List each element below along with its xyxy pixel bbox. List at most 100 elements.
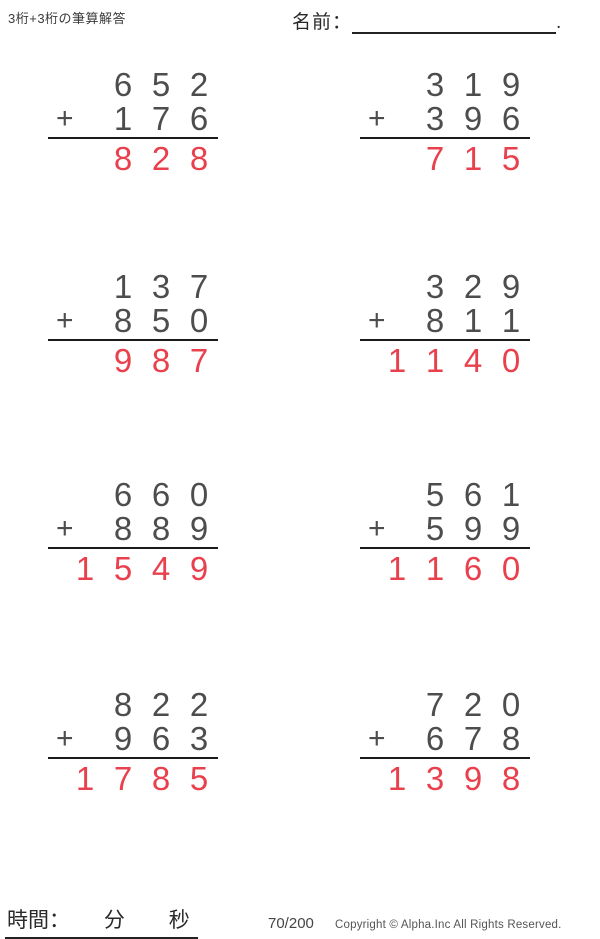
digit: 5 xyxy=(113,550,133,587)
plus-operator: + xyxy=(368,102,386,135)
digit: 9 xyxy=(501,66,521,103)
digit: 9 xyxy=(113,720,133,757)
digit: 0 xyxy=(189,302,209,339)
copyright-notice: Copyright © Alpha.Inc All Rights Reserve… xyxy=(335,919,562,931)
digit: 2 xyxy=(189,686,209,723)
sum-line xyxy=(48,757,218,759)
digit: 5 xyxy=(425,510,445,547)
digit: 7 xyxy=(425,686,445,723)
digit: 4 xyxy=(463,342,483,379)
digit: 6 xyxy=(189,100,209,137)
digit: 0 xyxy=(501,342,521,379)
digit: 8 xyxy=(151,760,171,797)
digit: 9 xyxy=(501,510,521,547)
digit: 8 xyxy=(501,720,521,757)
digit: 0 xyxy=(501,550,521,587)
digit: 9 xyxy=(113,342,133,379)
plus-operator: + xyxy=(56,512,74,545)
digit: 2 xyxy=(151,140,171,177)
digit: 3 xyxy=(189,720,209,757)
digit: 8 xyxy=(151,342,171,379)
digit: 9 xyxy=(189,550,209,587)
plus-operator: + xyxy=(56,102,74,135)
digit: 1 xyxy=(425,342,445,379)
digit: 9 xyxy=(463,510,483,547)
digit: 2 xyxy=(151,686,171,723)
digit: 2 xyxy=(189,66,209,103)
digit: 7 xyxy=(463,720,483,757)
digit: 1 xyxy=(425,550,445,587)
digit: 1 xyxy=(501,302,521,339)
digit: 6 xyxy=(463,476,483,513)
name-field: 名前： . xyxy=(292,7,561,34)
digit: 1 xyxy=(463,302,483,339)
digit: 6 xyxy=(151,476,171,513)
digit: 3 xyxy=(425,760,445,797)
digit: 8 xyxy=(425,302,445,339)
digit: 7 xyxy=(151,100,171,137)
digit: 2 xyxy=(463,686,483,723)
plus-operator: + xyxy=(56,304,74,337)
digit: 0 xyxy=(501,686,521,723)
digit: 7 xyxy=(189,342,209,379)
digit: 5 xyxy=(189,760,209,797)
digit: 1 xyxy=(387,550,407,587)
digit: 1 xyxy=(387,342,407,379)
name-blank-line xyxy=(352,11,557,34)
page-indicator: 70/200 xyxy=(268,915,314,932)
sum-line xyxy=(360,547,530,549)
digit: 9 xyxy=(501,268,521,305)
digit: 0 xyxy=(189,476,209,513)
digit: 7 xyxy=(113,760,133,797)
digit: 7 xyxy=(189,268,209,305)
digit: 6 xyxy=(113,66,133,103)
digit: 8 xyxy=(113,510,133,547)
digit: 1 xyxy=(113,268,133,305)
minutes-label: 分 xyxy=(103,909,125,932)
digit: 1 xyxy=(113,100,133,137)
sum-line xyxy=(48,339,218,341)
seconds-label: 秒 xyxy=(168,909,190,932)
digit: 6 xyxy=(151,720,171,757)
digit: 7 xyxy=(425,140,445,177)
digit: 6 xyxy=(113,476,133,513)
digit: 9 xyxy=(189,510,209,547)
digit: 8 xyxy=(113,140,133,177)
digit: 8 xyxy=(189,140,209,177)
digit: 1 xyxy=(75,550,95,587)
digit: 5 xyxy=(425,476,445,513)
name-label: 名前： xyxy=(292,12,353,33)
digit: 1 xyxy=(75,760,95,797)
sum-line xyxy=(360,757,530,759)
time-field: 時間： 分 秒 xyxy=(5,904,198,939)
digit: 2 xyxy=(463,268,483,305)
